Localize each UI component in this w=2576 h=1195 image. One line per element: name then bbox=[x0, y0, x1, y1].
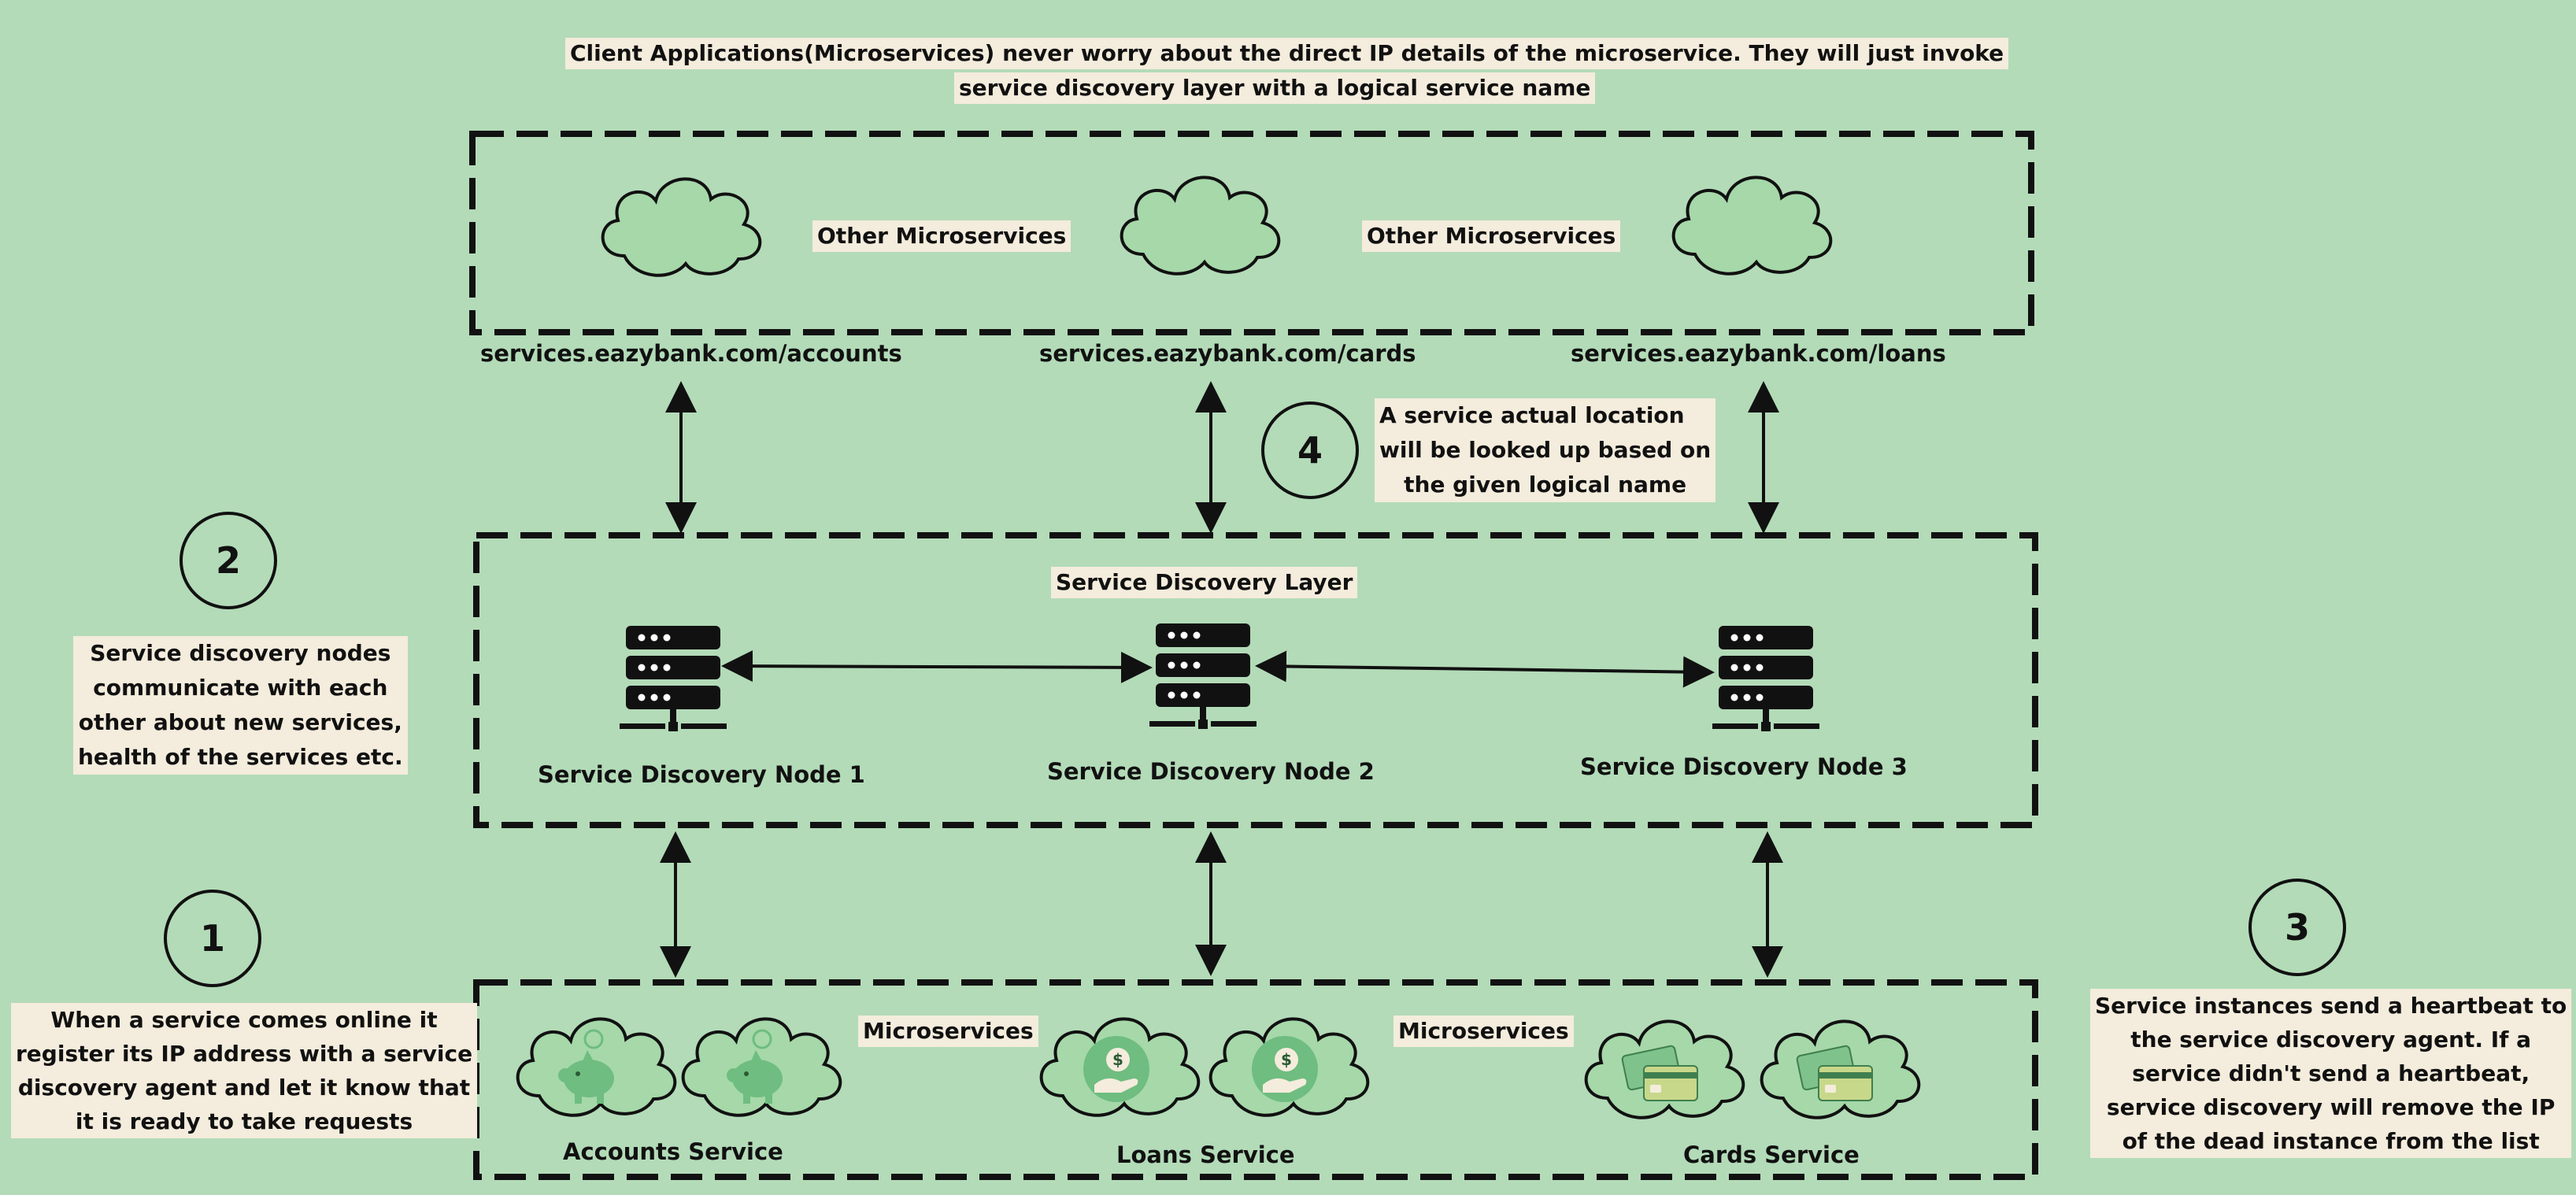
cloud-icon bbox=[601, 177, 762, 277]
step-1-line2: register its IP address with a service bbox=[16, 1041, 473, 1067]
server-icon bbox=[1149, 623, 1257, 729]
header-note-line2: service discovery layer with a logical s… bbox=[954, 72, 1596, 104]
step-4-line2: will be looked up based on bbox=[1379, 437, 1712, 463]
server-icon bbox=[1712, 626, 1819, 731]
step-2-line4: health of the services etc. bbox=[78, 744, 403, 770]
top-layer-label-left: Other Microservices bbox=[812, 220, 1071, 252]
step-1-line1: When a service comes online it bbox=[50, 1007, 438, 1033]
step-4-badge: 4 bbox=[1261, 401, 1359, 499]
top-layer-label-right: Other Microservices bbox=[1362, 220, 1621, 252]
top-layer-box bbox=[469, 131, 2034, 335]
url-cards: services.eazybank.com/cards bbox=[1039, 340, 1416, 367]
step-2-line3: other about new services, bbox=[78, 709, 402, 735]
step-3-badge: 3 bbox=[2248, 879, 2346, 976]
cards-service-label: Cards Service bbox=[1683, 1141, 1860, 1168]
arrow-node2-node3 bbox=[1255, 650, 1715, 688]
node-3-label: Service Discovery Node 3 bbox=[1580, 753, 1908, 780]
server-icon bbox=[620, 626, 727, 731]
discovery-layer-title: Service Discovery Layer bbox=[1051, 567, 1358, 598]
step-2-badge: 2 bbox=[180, 512, 277, 609]
node-2-label: Service Discovery Node 2 bbox=[1047, 758, 1375, 785]
step-4-line3: the given logical name bbox=[1404, 472, 1687, 498]
step-4-note: A service actual location will be looked… bbox=[1375, 398, 1716, 502]
bottom-layer-label-left: Microservices bbox=[858, 1016, 1038, 1047]
step-3-line3: service didn't send a heartbeat, bbox=[2132, 1060, 2530, 1086]
step-2-line2: communicate with each bbox=[93, 675, 388, 701]
step-1-line3: discovery agent and let it know that bbox=[17, 1075, 471, 1101]
step-3-line4: service discovery will remove the IP bbox=[2106, 1094, 2556, 1120]
bottom-layer-label-right: Microservices bbox=[1393, 1016, 1574, 1047]
step-2-line1: Service discovery nodes bbox=[90, 640, 391, 666]
url-accounts: services.eazybank.com/accounts bbox=[480, 340, 902, 367]
step-1-note: When a service comes online it register … bbox=[11, 1003, 478, 1138]
url-loans: services.eazybank.com/loans bbox=[1571, 340, 1946, 367]
money-hand-icon bbox=[1083, 1036, 1149, 1102]
step-3-note: Service instances send a heartbeat to th… bbox=[2090, 989, 2572, 1158]
cloud-icon bbox=[1671, 176, 1833, 276]
header-note-line1: Client Applications(Microservices) never… bbox=[565, 38, 2009, 69]
node-1-label: Service Discovery Node 1 bbox=[538, 761, 865, 788]
arrow-node1-node2 bbox=[721, 650, 1153, 683]
money-hand-icon bbox=[1252, 1036, 1318, 1102]
step-3-line1: Service instances send a heartbeat to bbox=[2095, 993, 2567, 1019]
accounts-service-label: Accounts Service bbox=[563, 1138, 783, 1165]
cloud-icon bbox=[1120, 176, 1281, 276]
step-2-note: Service discovery nodes communicate with… bbox=[73, 636, 408, 775]
step-1-badge: 1 bbox=[164, 890, 261, 987]
step-1-line4: it is ready to take requests bbox=[75, 1108, 413, 1134]
step-4-line1: A service actual location bbox=[1379, 402, 1685, 428]
loans-service-label: Loans Service bbox=[1116, 1141, 1295, 1168]
discovery-layer-box bbox=[473, 532, 2038, 828]
step-3-line2: the service discovery agent. If a bbox=[2130, 1027, 2532, 1053]
step-3-line5: of the dead instance from the list bbox=[2122, 1128, 2540, 1154]
